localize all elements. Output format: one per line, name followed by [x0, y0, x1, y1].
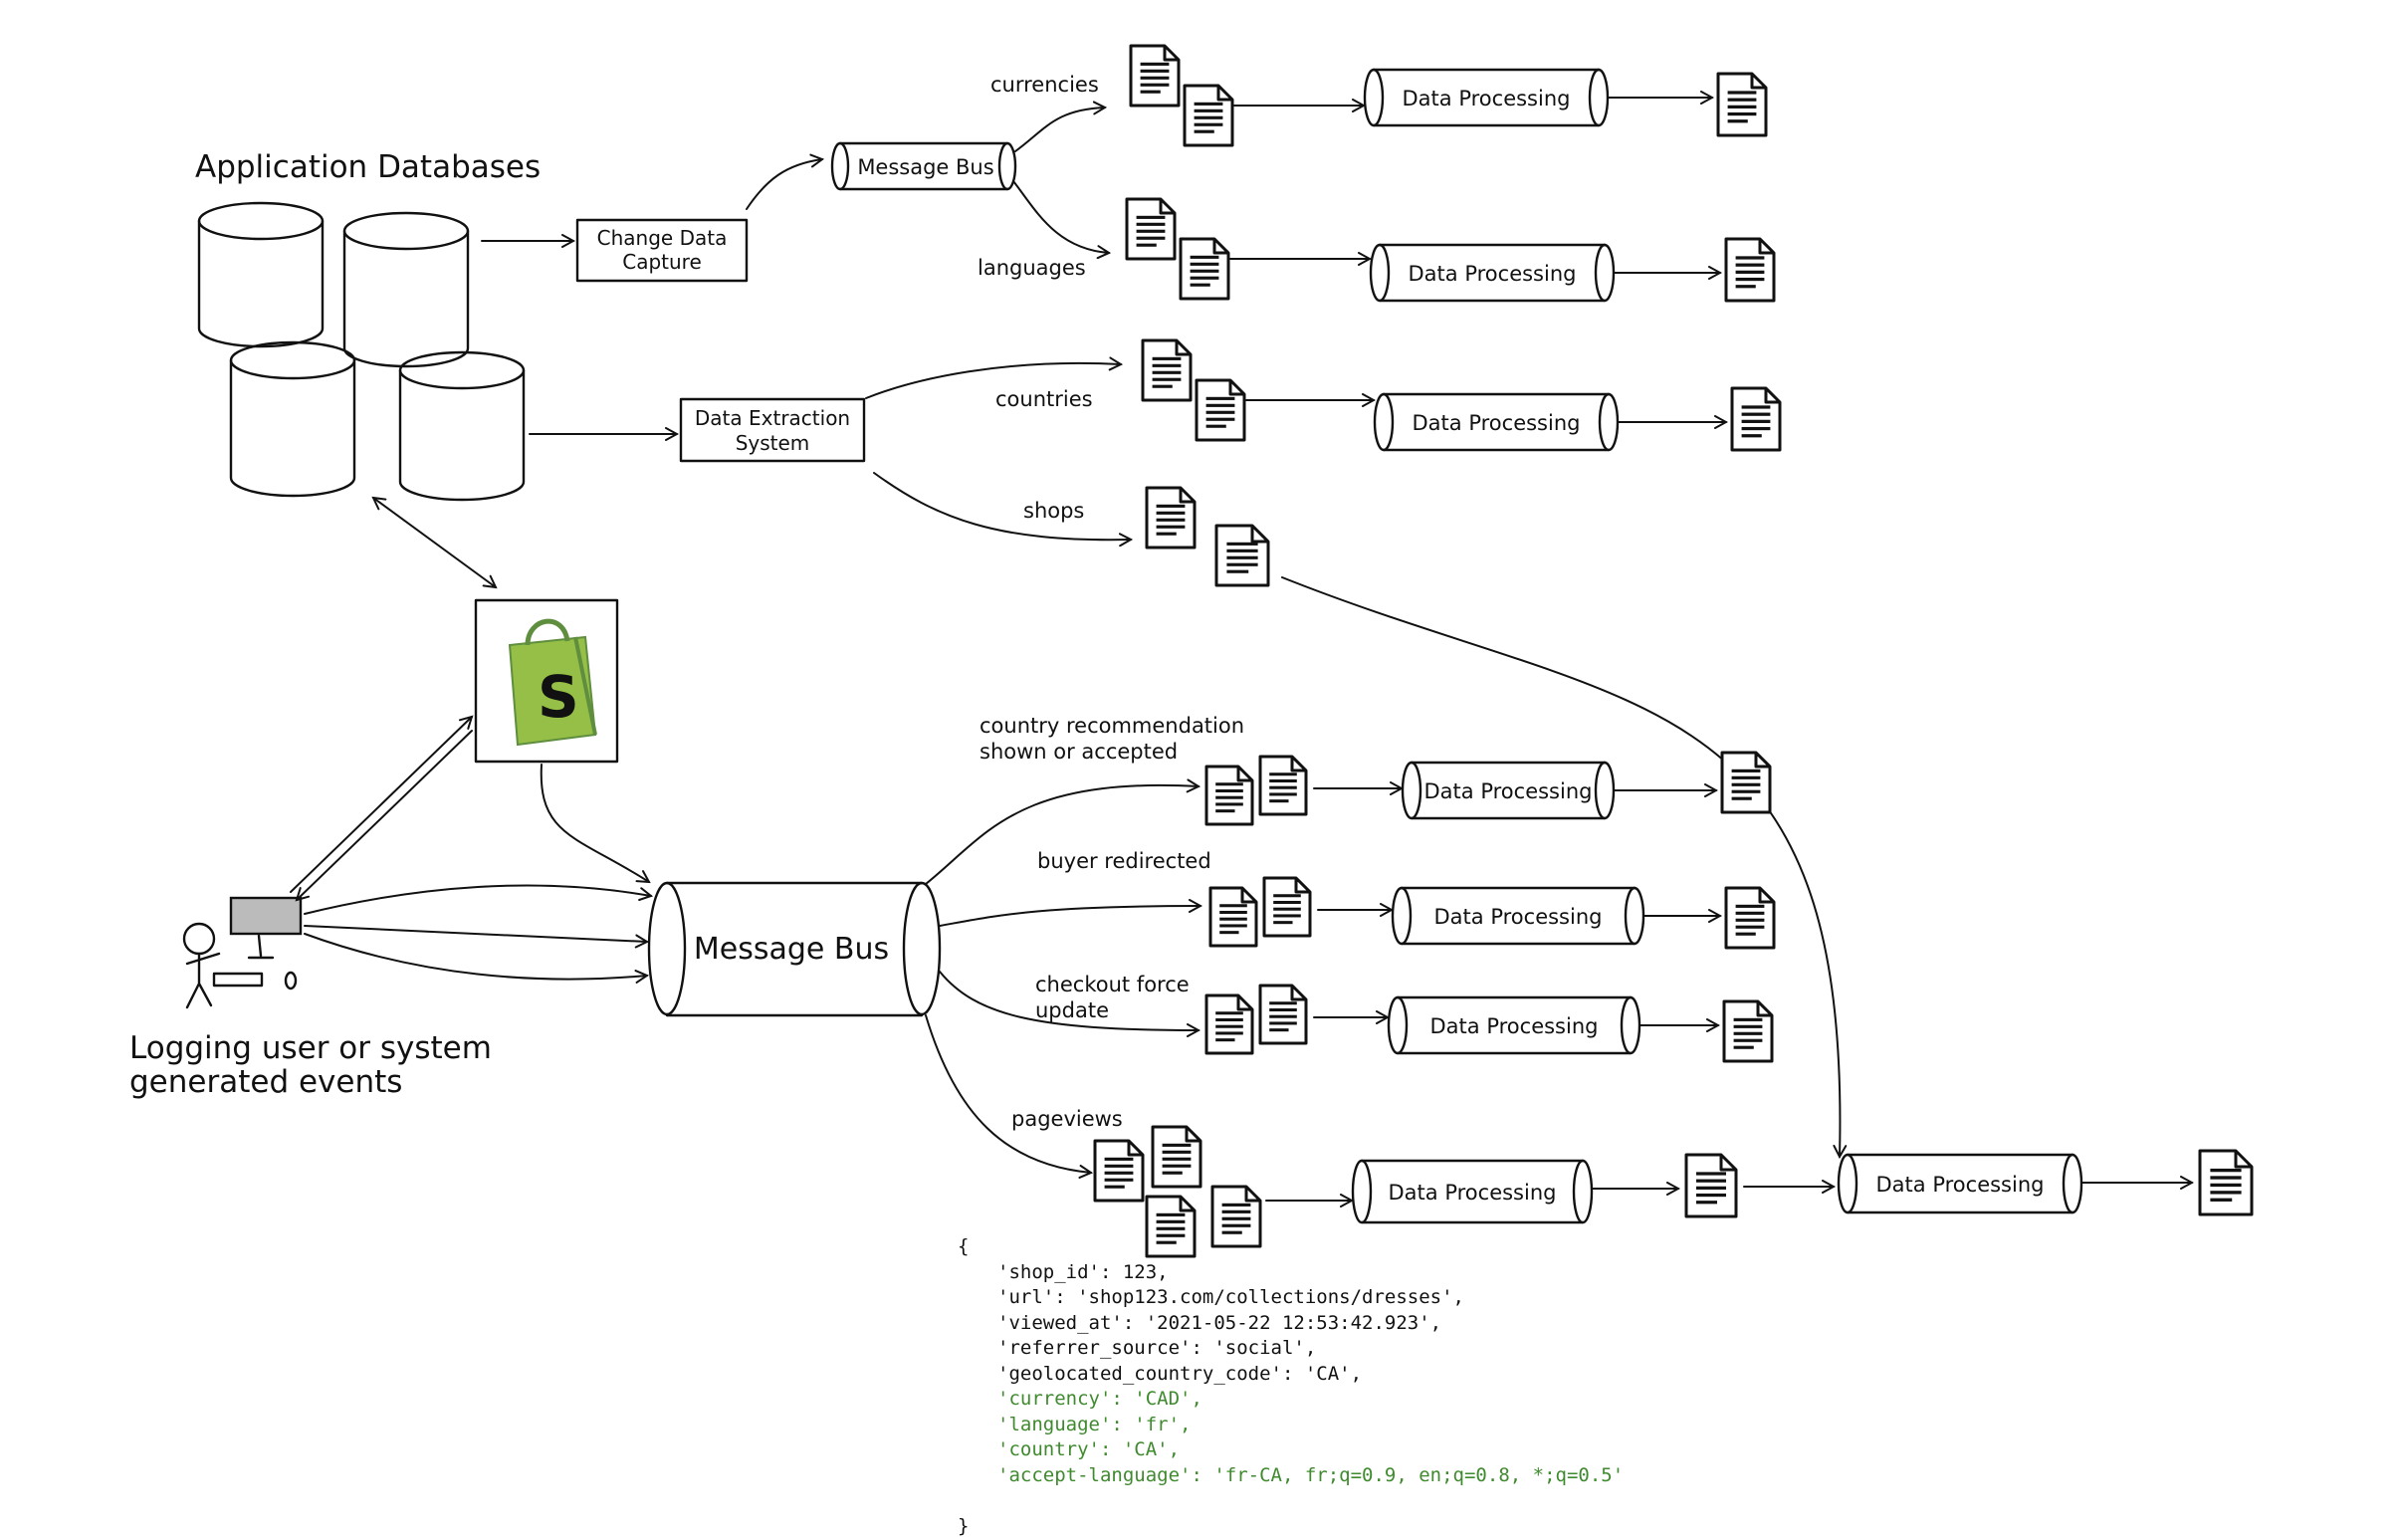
shopify-bag-icon: S	[508, 618, 597, 747]
change-data-capture-box: Change Data Capture	[575, 218, 749, 283]
logging-caption-line1: Logging user or system	[129, 1030, 492, 1066]
database-cylinder-icon	[398, 350, 526, 502]
data-processing-cylinder: Data Processing	[1373, 392, 1620, 452]
label-languages: languages	[978, 256, 1086, 280]
document-icon	[1204, 993, 1254, 1055]
document-icon	[1208, 886, 1258, 948]
data-processing-label: Data Processing	[1389, 1181, 1557, 1205]
document-icon	[1093, 1139, 1145, 1203]
document-icon	[1210, 1185, 1262, 1248]
payload-highlight-line-2: 'country': 'CA',	[997, 1438, 1181, 1460]
document-icon	[1684, 1153, 1738, 1218]
label-country-reco-line2: shown or accepted	[980, 740, 1178, 764]
payload-highlight-line-1: 'language': 'fr',	[997, 1413, 1192, 1435]
database-cylinder-icon	[229, 340, 356, 498]
data-processing-label: Data Processing	[1424, 779, 1593, 803]
data-processing-cylinder: Data Processing	[1401, 761, 1616, 820]
document-icon	[1141, 338, 1193, 402]
extraction-label-line1: Data Extraction	[695, 406, 850, 430]
top-message-bus-label: Message Bus	[857, 155, 993, 179]
shopify-store: S	[474, 598, 619, 764]
data-processing-label: Data Processing	[1403, 87, 1571, 110]
data-processing-label: Data Processing	[1413, 411, 1581, 435]
database-cylinder-icon	[342, 211, 470, 368]
data-processing-cylinder: Data Processing	[1363, 68, 1610, 127]
cdc-label-line2: Capture	[622, 250, 702, 274]
data-processing-cylinder: Data Processing	[1351, 1159, 1594, 1224]
document-icon	[1716, 72, 1768, 137]
payload-open-brace: {	[958, 1235, 970, 1257]
document-icon	[1214, 524, 1270, 587]
document-icon	[1724, 237, 1776, 303]
data-extraction-system-box: Data Extraction System	[679, 397, 866, 463]
application-databases-title: Application Databases	[195, 149, 541, 185]
document-icon	[1129, 44, 1181, 108]
document-icon	[1204, 765, 1254, 826]
connectors	[290, 108, 1840, 1173]
user-at-computer-icon	[182, 896, 303, 1009]
database-cylinder-icon	[197, 201, 325, 348]
document-icon	[1125, 197, 1177, 261]
document-icon	[1258, 755, 1308, 816]
label-pageviews: pageviews	[1011, 1107, 1123, 1131]
data-processing-cylinder: Data Processing	[1837, 1153, 2083, 1214]
payload-highlight-line-3: 'accept-language': 'fr-CA, fr;q=0.9, en;…	[997, 1463, 1625, 1486]
document-icon	[1262, 876, 1312, 938]
data-processing-cylinder: Data Processing	[1391, 886, 1645, 946]
data-processing-label: Data Processing	[1409, 262, 1577, 286]
main-message-bus: Message Bus	[647, 881, 942, 1017]
data-processing-cylinder: Data Processing	[1387, 995, 1641, 1055]
extraction-label-line2: System	[736, 431, 810, 455]
payload-close-brace: }	[958, 1515, 970, 1537]
data-processing-label: Data Processing	[1434, 905, 1603, 929]
data-processing-label: Data Processing	[1430, 1014, 1599, 1038]
label-country-reco-line1: country recommendation	[980, 714, 1244, 738]
payload-line-0: 'shop_id': 123,	[997, 1260, 1169, 1283]
document-icon	[1258, 984, 1308, 1045]
payload-line-3: 'referrer_source': 'social',	[997, 1337, 1317, 1359]
svg-text:S: S	[538, 663, 579, 731]
data-processing-cylinder: Data Processing	[1369, 243, 1616, 303]
label-checkout-line2: update	[1035, 998, 1109, 1022]
document-icon	[1183, 84, 1234, 147]
logging-caption-line2: generated events	[129, 1064, 402, 1100]
document-icon	[1145, 1195, 1197, 1258]
payload-line-4: 'geolocated_country_code': 'CA',	[997, 1362, 1363, 1385]
payload-line-2: 'viewed_at': '2021-05-22 12:53:42.923',	[997, 1311, 1442, 1334]
document-icon	[1195, 378, 1246, 442]
document-icon	[2198, 1149, 2254, 1216]
top-message-bus: Message Bus	[830, 141, 1017, 191]
payload-line-1: 'url': 'shop123.com/collections/dresses'…	[997, 1286, 1464, 1308]
pageview-payload-example: { 'shop_id': 123, 'url': 'shop123.com/col…	[958, 1234, 1654, 1540]
document-icon	[1151, 1125, 1202, 1189]
document-icon	[1722, 999, 1774, 1063]
document-icon	[1179, 237, 1230, 301]
cdc-label-line1: Change Data	[597, 226, 728, 250]
label-countries: countries	[995, 387, 1093, 411]
label-currencies: currencies	[990, 73, 1099, 97]
payload-highlight-line-0: 'currency': 'CAD',	[997, 1388, 1202, 1410]
label-buyer-redirected: buyer redirected	[1037, 849, 1211, 873]
label-shops: shops	[1023, 499, 1084, 523]
main-message-bus-label: Message Bus	[694, 932, 889, 967]
data-processing-label: Data Processing	[1876, 1173, 2045, 1197]
document-icon	[1720, 751, 1772, 814]
label-checkout-line1: checkout force	[1035, 973, 1190, 996]
document-icon	[1724, 886, 1776, 950]
document-icon	[1145, 486, 1197, 550]
document-icon	[1730, 386, 1782, 452]
